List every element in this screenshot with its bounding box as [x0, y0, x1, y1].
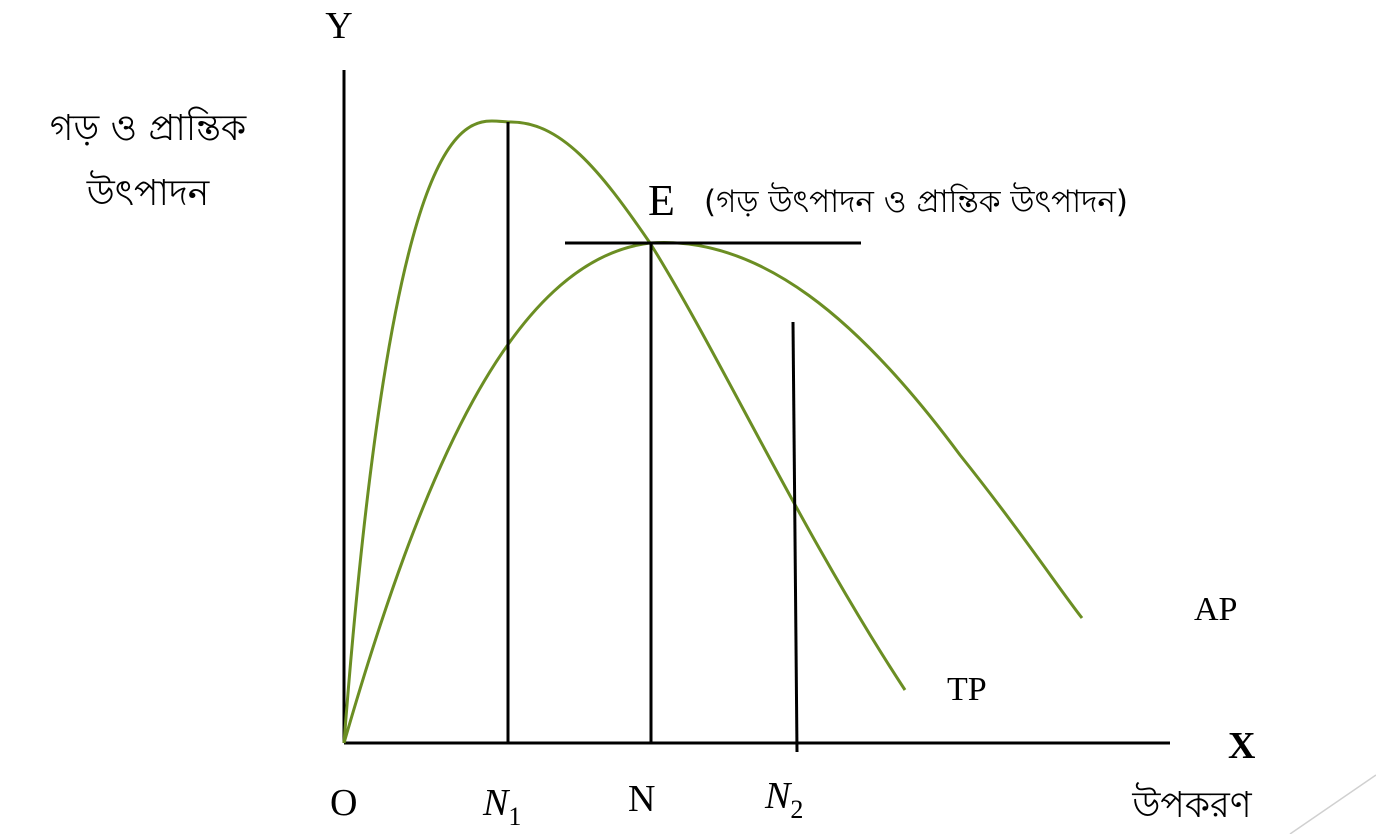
origin-label: O — [330, 782, 357, 824]
tick-label-n1: N1 — [482, 782, 521, 831]
tp-curve — [342, 119, 907, 744]
slide-corner-decoration — [1289, 774, 1376, 834]
tick-label-n: N — [628, 778, 655, 820]
y-axis-title-line1: গড় ও প্রান্তিক — [50, 107, 247, 149]
tick-label-n2-sub: 2 — [790, 795, 803, 824]
point-e-description: (গড় উৎপাদন ও প্রান্তিক উৎপাদন) — [704, 182, 1128, 220]
ap-label: AP — [1194, 591, 1237, 628]
tick-label-n1-base: N — [482, 782, 511, 824]
x-axis-letter: X — [1228, 725, 1255, 767]
tick-label-n2-base: N — [764, 775, 793, 817]
tick-label-n2: N2 — [764, 775, 803, 824]
x-axis-title: উপকরণ — [1131, 782, 1252, 826]
n2-vertical-line — [791, 321, 799, 753]
point-e-letter: E — [648, 176, 675, 225]
y-axis-title-line2: উৎপাদন — [86, 170, 210, 214]
y-axis-letter: Y — [325, 5, 352, 47]
tick-label-n1-sub: 1 — [508, 802, 521, 831]
ap-curve — [342, 240, 1084, 744]
tp-label: TP — [947, 671, 987, 708]
